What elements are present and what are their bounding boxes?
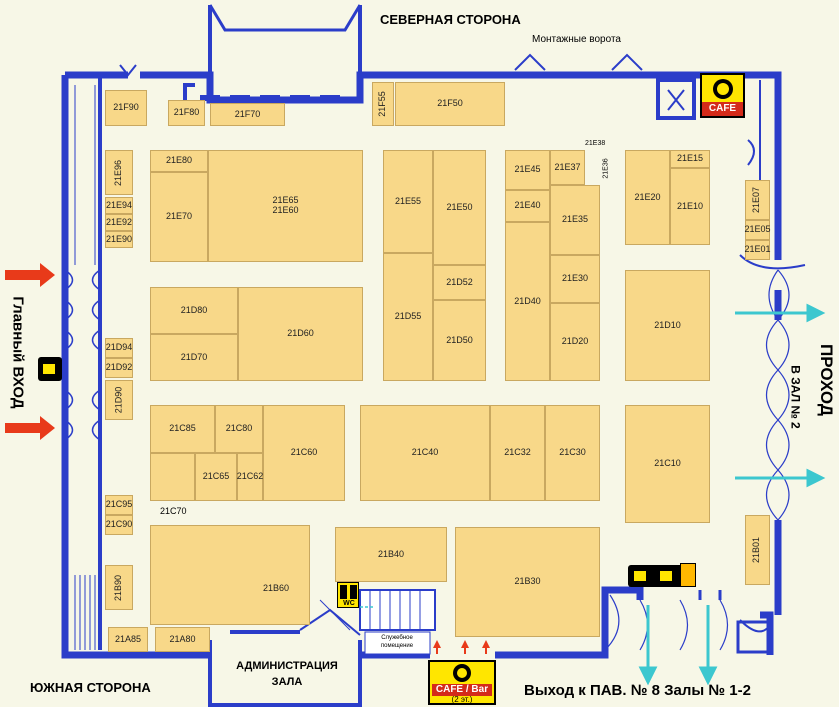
booth-21E45[interactable]: 21E45 [505,150,550,190]
booth-21D90[interactable]: 21D90 [105,380,133,420]
coffee-icon[interactable] [38,357,62,381]
booth-21F50[interactable]: 21F50 [395,82,505,126]
booth-21E92[interactable]: 21E92 [105,214,133,231]
booth-21D94[interactable]: 21D94 [105,338,133,358]
passage-label: ПРОХОД [816,344,836,416]
booth-21B30[interactable]: 21B30 [455,527,600,637]
north-side-label: СЕВЕРНАЯ СТОРОНА [380,12,521,27]
booth-21A80[interactable]: 21A80 [155,627,210,652]
wc-icon[interactable]: WC [337,582,359,608]
main-entrance-label: Главный ВХОД [9,296,27,409]
booth-21F80[interactable]: 21F80 [168,100,205,126]
booth-21E80[interactable]: 21E80 [150,150,208,172]
booth-21E01[interactable]: 21E01 [744,240,771,260]
gate-label: Монтажные ворота [532,34,621,45]
booth-21C95[interactable]: 21C95 [105,495,133,515]
booth-21C90[interactable]: 21C90 [105,515,133,535]
booth-21E96[interactable]: 21E96 [105,150,133,195]
wc-label: WC [343,600,355,607]
booth-21E05[interactable]: 21E05 [744,220,771,240]
booth-21C60[interactable]: 21C60 [263,405,345,501]
booth-21B90[interactable]: 21B90 [105,565,133,610]
booth-21B60[interactable]: 21B60 [150,525,310,625]
booth-21D52[interactable]: 21D52 [433,265,486,300]
booth-21D60[interactable]: 21D60 [238,287,363,381]
booth-21E36-label: 21E36 [602,158,610,179]
booth-21E55[interactable]: 21E55 [383,150,433,253]
booth-21F70[interactable]: 21F70 [210,103,285,126]
booth-21F90[interactable]: 21F90 [105,90,147,126]
booth-21E07[interactable]: 21E07 [745,180,770,220]
booth-21E40[interactable]: 21E40 [505,190,550,222]
booth-21B01[interactable]: 21B01 [745,515,770,585]
admin-label: АДМИНИСТРАЦИЯ ЗАЛА [236,660,338,688]
booth-21D80[interactable]: 21D80 [150,287,238,334]
booth-21E37[interactable]: 21E37 [550,150,585,185]
booth-21D40[interactable]: 21D40 [505,222,550,381]
cafe-bar-floor-label: (2 эт.) [451,695,473,704]
booth-21E38-label: 21E38 [585,140,606,147]
booth-21D50[interactable]: 21D50 [433,300,486,381]
booth-21D55[interactable]: 21D55 [383,253,433,381]
booth-21E94[interactable]: 21E94 [105,197,133,214]
booth-21C65[interactable]: 21C65 [195,453,237,501]
booth-21E10[interactable]: 21E10 [670,168,710,245]
to-hall-label: В ЗАЛ № 2 [788,365,803,429]
booth-21E15[interactable]: 21E15 [670,150,710,168]
booth-21E65[interactable]: 21E65 21E60 [208,150,363,262]
booth-21D92[interactable]: 21D92 [105,358,133,378]
exit-label: Выход к ПАВ. № 8 Залы № 1-2 [524,682,751,699]
booth-21C85[interactable]: 21C85 [150,405,215,453]
booth-21E35[interactable]: 21E35 [550,185,600,255]
booth-21C62[interactable]: 21C62 [237,453,263,501]
booth-21C70-block[interactable] [150,453,195,501]
booth-21C10[interactable]: 21C10 [625,405,710,523]
booth-21C32[interactable]: 21C32 [490,405,545,501]
service-room-label: Служебное помещение [380,635,414,649]
booth-21B40[interactable]: 21B40 [335,527,447,582]
booth-21D70[interactable]: 21D70 [150,334,238,381]
booth-21E30[interactable]: 21E30 [550,255,600,303]
booth-21D20[interactable]: 21D20 [550,303,600,381]
booth-21C80[interactable]: 21C80 [215,405,263,453]
cafe-icon[interactable]: CAFE [700,73,745,118]
booth-21C70-label: 21C70 [160,506,187,516]
ticket-icon [680,563,696,587]
cafe-label: CAFE [702,102,743,116]
booth-21C30[interactable]: 21C30 [545,405,600,501]
booth-21F55[interactable]: 21F55 [372,82,394,126]
walls [61,71,782,659]
booth-21A85[interactable]: 21A85 [108,627,148,652]
booth-21E90[interactable]: 21E90 [105,231,133,248]
booth-21E50[interactable]: 21E50 [433,150,486,265]
coffee-cups-icon[interactable] [628,565,684,587]
booth-21D10[interactable]: 21D10 [625,270,710,381]
cafe-bar-icon[interactable]: CAFE / Bar (2 эт.) [428,660,496,705]
booth-21C40[interactable]: 21C40 [360,405,490,501]
booth-21E70[interactable]: 21E70 [150,172,208,262]
cafe-bar-label: CAFE / Bar [432,684,492,696]
booth-21E20[interactable]: 21E20 [625,150,670,245]
south-side-label: ЮЖНАЯ СТОРОНА [30,680,151,695]
